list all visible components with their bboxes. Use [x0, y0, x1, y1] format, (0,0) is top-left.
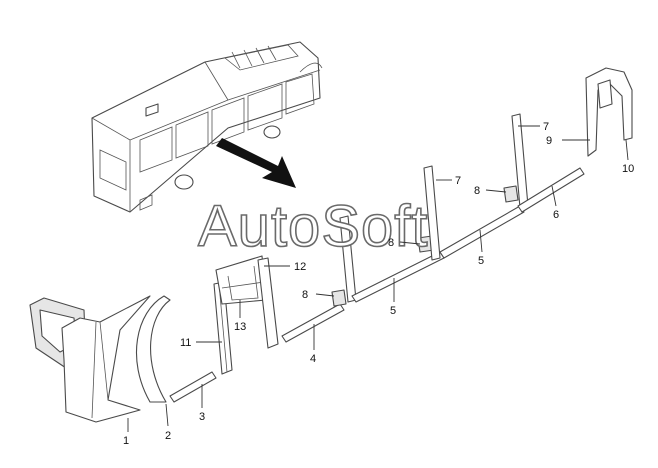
callout-5a: 5 [390, 305, 396, 317]
part-8-clip-a [331, 289, 347, 307]
callout-10: 10 [622, 163, 634, 175]
part-7-strip-a [423, 165, 441, 261]
callout-8b: 8 [388, 237, 394, 249]
callout-13: 13 [234, 321, 246, 333]
callout-8c: 8 [474, 185, 480, 197]
direction-arrow [216, 138, 296, 188]
callout-5b: 5 [478, 255, 484, 267]
callout-4: 4 [310, 353, 316, 365]
part-5-long-rod-b [439, 205, 525, 259]
callout-2: 2 [165, 430, 171, 442]
callout-3: 3 [199, 411, 205, 423]
callout-12: 12 [294, 261, 306, 273]
callout-8a: 8 [302, 289, 308, 301]
bus-illustration [91, 41, 323, 213]
callout-1: 1 [123, 435, 129, 447]
part-2-curved-trim [136, 295, 171, 403]
callout-7b: 7 [543, 121, 549, 133]
callout-6: 6 [553, 209, 559, 221]
callout-11: 11 [180, 337, 191, 349]
part-3-short-rod [169, 371, 217, 403]
leader-lines [127, 125, 629, 432]
part-5-long-rod [351, 251, 445, 303]
callout-7a: 7 [455, 175, 461, 187]
callout-9: 9 [546, 135, 552, 147]
part-1-corner-panel [29, 295, 151, 423]
part-4-lower-rod [281, 303, 345, 343]
watermark-text: AutoSoft [198, 194, 428, 259]
part-10-rear-panel [585, 67, 633, 157]
part-6-rear-rod [517, 167, 585, 213]
part-8-clip-c [503, 185, 519, 203]
part-12-door-frame [257, 257, 279, 349]
